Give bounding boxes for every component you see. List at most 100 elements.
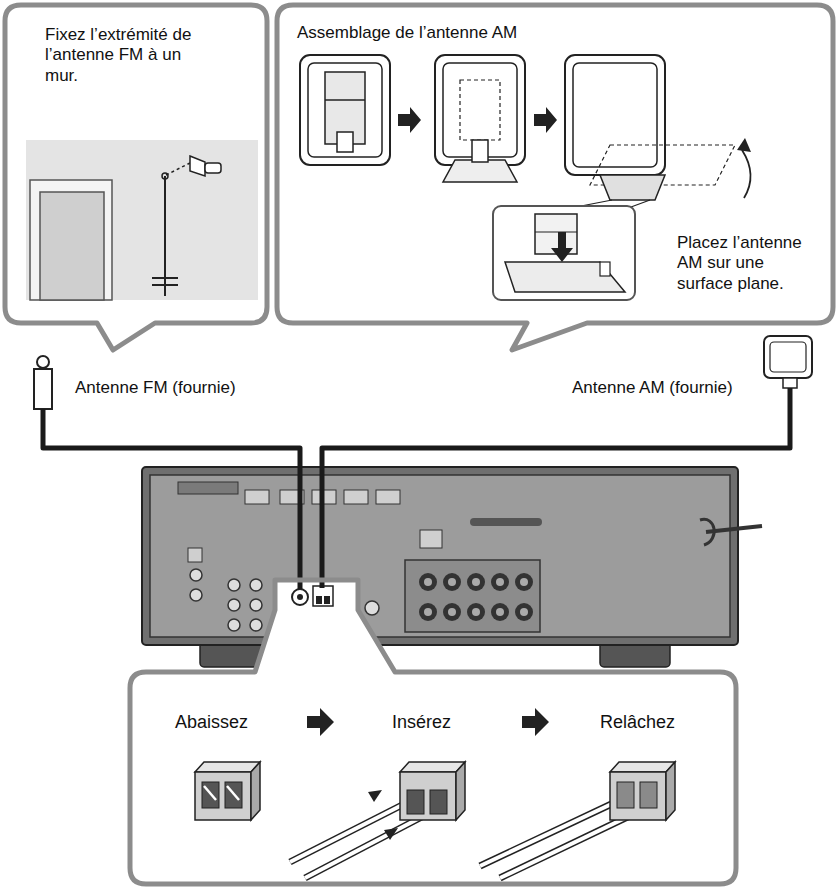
fm-antenna-icon [37, 356, 49, 368]
receiver-rear-panel [228, 599, 240, 611]
receiver-rear-panel [443, 573, 461, 591]
step-arrow [534, 107, 557, 133]
am-base-inset [600, 262, 610, 276]
am-assembly-step [300, 55, 390, 165]
receiver-rear-panel [470, 518, 542, 526]
receiver-rear-panel [250, 599, 262, 611]
fm-wall-illustration [26, 140, 258, 300]
receiver-rear-panel [178, 482, 238, 494]
receiver-rear-panel [706, 526, 762, 532]
am-assembly-step [337, 132, 353, 152]
fm-wall-illustration [205, 163, 221, 173]
part-label: Antenne FM (fournie) [75, 378, 236, 398]
terminal-step [227, 786, 239, 800]
receiver-rear-panel [245, 490, 269, 504]
fm-wall-illustration [30, 180, 112, 300]
receiver-rear-panel [515, 603, 533, 621]
receiver-rear-panel [496, 578, 504, 586]
receiver-rear-panel [515, 573, 533, 591]
terminal-step [195, 762, 260, 772]
fm-wall-illustration [162, 173, 168, 179]
receiver-rear-panel [419, 573, 437, 591]
terminal-step [640, 782, 657, 808]
receiver-rear-panel [443, 603, 461, 621]
receiver-rear-panel [142, 467, 738, 645]
callout-bubble: Abaissez Insérez Relâchez [130, 672, 736, 884]
receiver-rear-panel [496, 608, 504, 616]
terminal-step [610, 762, 675, 772]
am-assembly-step [300, 55, 390, 165]
antenna-terminal [316, 596, 322, 604]
am-antenna-icon [764, 336, 812, 388]
terminal-step [610, 772, 666, 820]
receiver-rear-panel [424, 578, 432, 586]
callout-text: Fixez l’extrémité de l’antenne FM à un m… [45, 25, 217, 86]
terminal-step [202, 782, 219, 808]
terminal-step [368, 790, 382, 802]
terminal-step [666, 762, 675, 820]
antenna-terminal [313, 586, 333, 606]
bubble-outline [277, 5, 833, 350]
fm-wall-illustration [190, 156, 205, 176]
receiver-rear-panel [190, 569, 202, 581]
terminal-step [251, 762, 260, 820]
callout-bubble: Fixez l’extrémité de l’antenne FM à un m… [5, 5, 267, 323]
receiver-rear-panel [228, 619, 240, 631]
receiver-rear-panel [424, 608, 432, 616]
receiver-rear-panel [520, 578, 528, 586]
terminal-step [407, 790, 424, 814]
fm-cable [43, 409, 300, 589]
receiver-rear-panel [250, 619, 262, 631]
am-base-inset [558, 232, 566, 248]
receiver-rear-panel [448, 608, 456, 616]
step-arrow [307, 708, 334, 736]
terminal-step [195, 772, 251, 820]
callout-text: Placez l’antenne AM sur une surface plan… [677, 233, 822, 294]
am-assembly-step [540, 55, 751, 214]
am-assembly-step [435, 55, 525, 165]
step-arrow [398, 107, 421, 133]
am-base-inset [535, 231, 577, 232]
receiver-rear-panel [250, 579, 262, 591]
receiver-rear-panel [419, 603, 437, 621]
callout-heading: Assemblage de l’antenne AM [297, 23, 617, 43]
callout-text: Insérez [392, 712, 502, 734]
receiver-rear-panel [472, 608, 480, 616]
bubble-outline [130, 580, 736, 884]
am-antenna-icon [764, 336, 812, 378]
terminal-step [225, 782, 242, 808]
receiver-rear-panel [150, 475, 730, 637]
receiver-rear-panel [142, 467, 762, 667]
receiver-rear-panel [344, 490, 368, 504]
callout-text: Relâchez [600, 712, 710, 734]
am-assembly-step [600, 175, 665, 200]
bubble-outline [130, 672, 736, 884]
am-cable [322, 388, 790, 588]
terminal-step [290, 762, 465, 878]
terminal-step [456, 762, 465, 820]
receiver-rear-panel [420, 530, 442, 548]
receiver-rear-panel [491, 573, 509, 591]
am-assembly-step [742, 150, 751, 198]
receiver-rear-panel [188, 548, 202, 562]
fm-wall-illustration [152, 277, 178, 279]
am-base-inset [505, 262, 625, 292]
am-antenna-icon [783, 378, 797, 388]
am-assembly-step [308, 63, 382, 157]
antenna-terminal [292, 589, 308, 605]
callout-bubble: Assemblage de l’antenne AM Placez l’anten… [277, 5, 833, 323]
receiver-rear-panel [376, 490, 400, 504]
am-assembly-step [325, 99, 365, 101]
am-assembly-step [565, 55, 665, 175]
receiver-rear-panel [520, 608, 528, 616]
terminal-step [195, 762, 260, 820]
fm-antenna-icon [34, 369, 52, 409]
terminal-step [384, 828, 398, 840]
terminal-step [617, 782, 634, 808]
step-arrow [522, 708, 549, 736]
antenna-terminal [324, 596, 330, 604]
callout-text: Abaissez [175, 712, 285, 734]
terminal-step [204, 786, 216, 800]
